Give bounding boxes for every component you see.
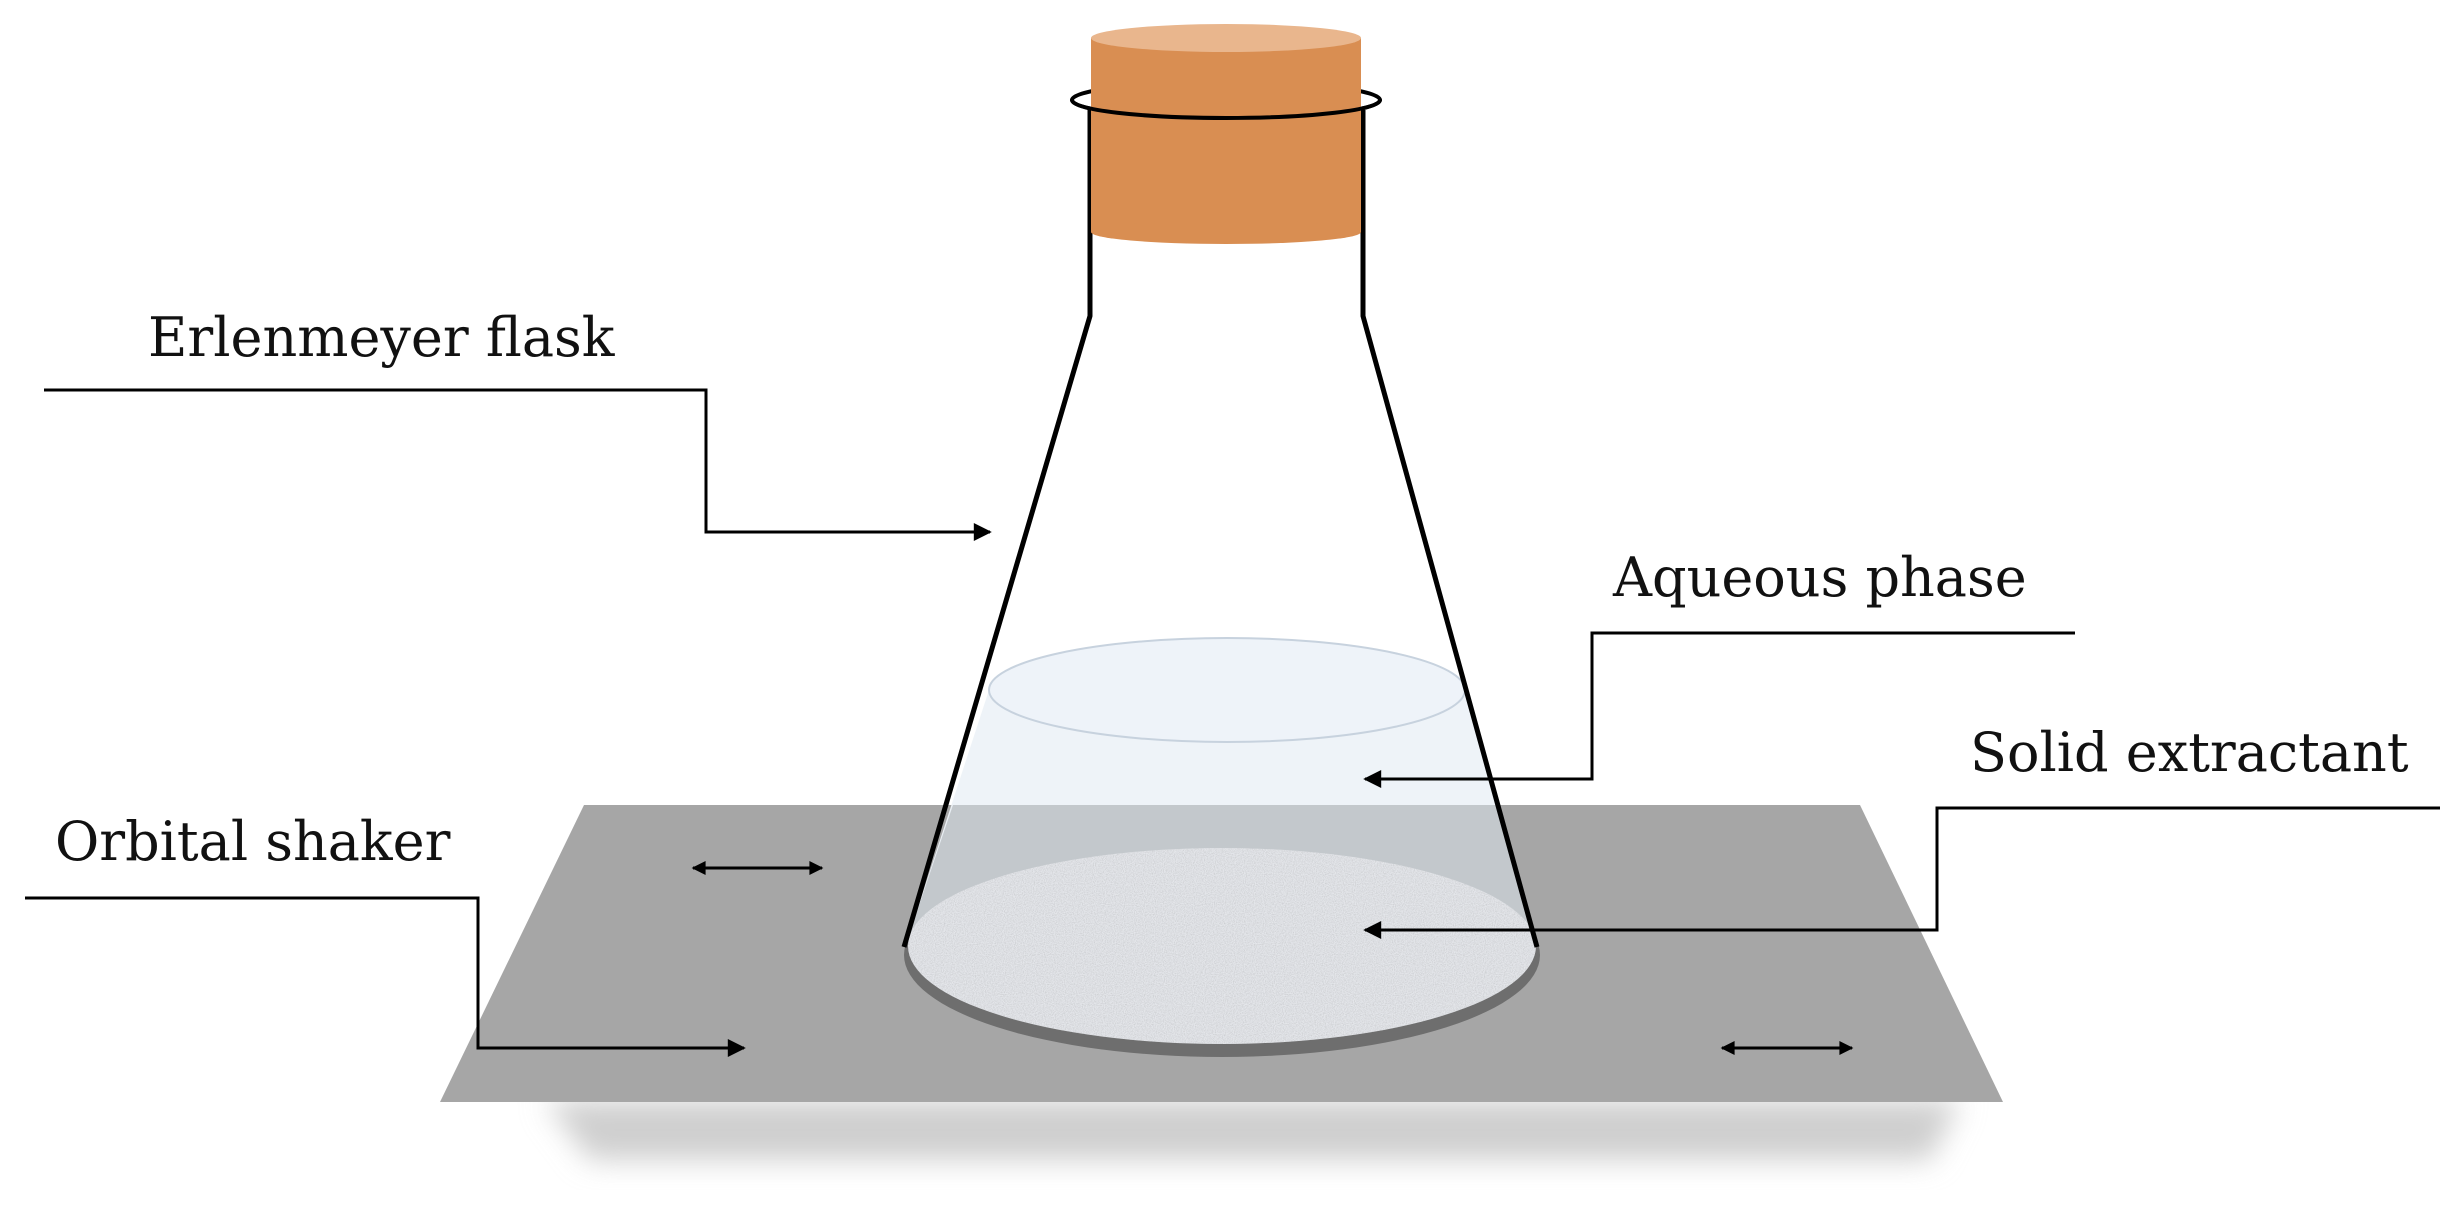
extractant-leader-line [1363, 806, 2440, 939]
cork-bottom [1091, 220, 1361, 244]
label-erlenmeyer-flask: Erlenmeyer flask [148, 306, 616, 369]
solid-extractant-bed [908, 848, 1536, 1044]
label-solid-extractant: Solid extractant [1970, 721, 2409, 784]
flask-outline [901, 110, 1540, 948]
shaker-shadow [545, 1100, 1960, 1160]
label-orbital-shaker: Orbital shaker [55, 810, 451, 873]
cork-top [1091, 24, 1361, 52]
flask-rim-front [1070, 99, 1382, 120]
aqueous-leader-line [1363, 631, 2075, 788]
cork-body [1091, 38, 1361, 232]
flask-leader-line [44, 388, 992, 541]
label-aqueous-phase: Aqueous phase [1612, 546, 2027, 609]
shaker-leader-line [25, 896, 746, 1057]
aqueous-surface [988, 637, 1466, 743]
